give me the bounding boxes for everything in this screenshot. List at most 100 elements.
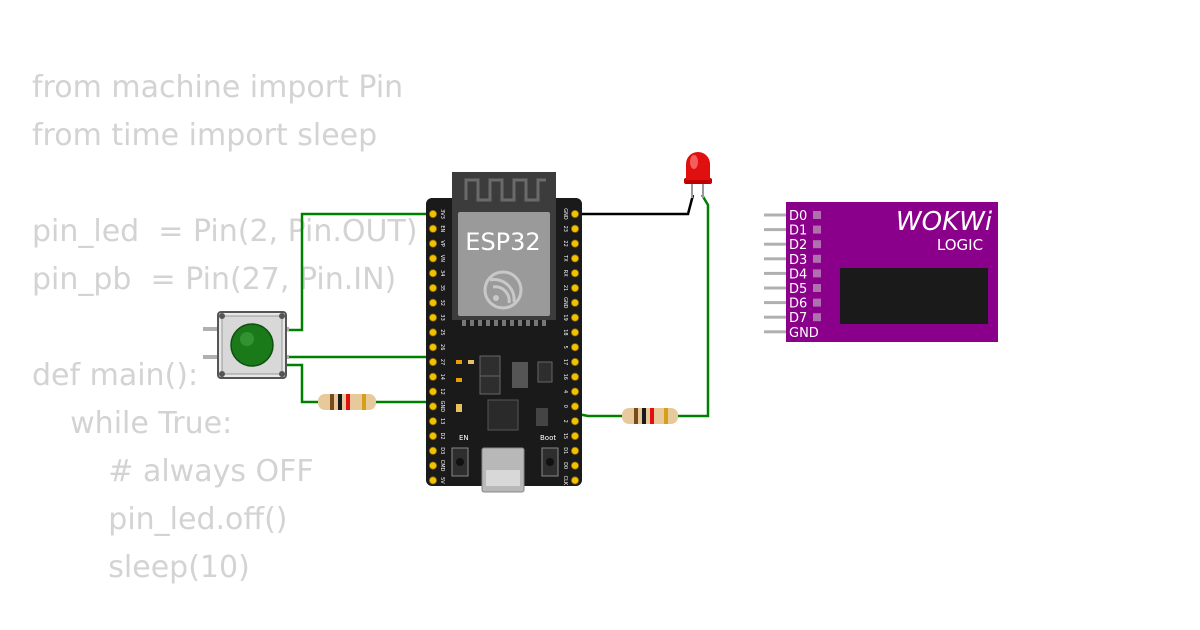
header-pin[interactable] [571,254,580,263]
header-pin[interactable] [428,461,437,470]
header-pin[interactable] [428,298,437,307]
pin-label: 33 [439,314,445,320]
channel-label: D3 [789,253,807,268]
resistor-led[interactable] [622,408,678,424]
channel-indicator [813,298,821,307]
push-button[interactable] [203,311,289,379]
channel-indicator [813,254,821,263]
channel-indicator [813,211,821,219]
channel-lead[interactable] [764,213,788,217]
channel-lead[interactable] [764,315,788,319]
channel-indicator [813,225,821,234]
pin-label: 0 [562,405,568,408]
header-pin[interactable] [571,357,580,366]
channel-label: GND [789,326,819,341]
header-pin[interactable] [571,328,580,337]
channel-label: D0 [789,209,807,224]
header-pin[interactable] [428,431,437,440]
pin-label: D3 [439,447,445,454]
header-pin[interactable] [428,224,437,233]
pin-label: 14 [439,374,445,380]
code-line: pin_pb = Pin(27, Pin.IN) [32,262,397,297]
code-line: def main(): [32,358,199,393]
wire-3v3-to-button[interactable] [286,212,432,332]
header-pin[interactable] [571,372,580,381]
logic-label: LOGIC [937,236,983,254]
header-pin[interactable] [571,283,580,292]
pin-label: CMD [439,460,445,472]
header-pin[interactable] [428,446,437,455]
wire-led-to-resistor[interactable] [678,194,710,418]
header-pin[interactable] [428,387,437,396]
channel-indicator [813,269,821,278]
resistor-pulldown[interactable] [318,394,376,410]
header-pin[interactable] [428,283,437,292]
header-pin[interactable] [571,209,580,218]
wire-gnd-to-led[interactable] [574,194,695,216]
pin-label: 15 [562,433,568,439]
header-pin[interactable] [428,357,437,366]
header-pin[interactable] [428,269,437,278]
channel-lead[interactable] [764,271,788,275]
left-pin-header: 3V3ENVPVN343532332526271412GND13D2D3CMD5… [428,209,445,485]
wire-resistor-to-gpio2[interactable] [577,412,624,418]
channel-label: D4 [789,267,807,282]
boot-label: Boot [540,434,556,442]
header-pin[interactable] [428,343,437,352]
channel-lead[interactable] [764,301,788,305]
header-pin[interactable] [571,417,580,426]
code-line: from machine import Pin [32,70,404,105]
pin-label: 23 [562,226,568,232]
header-pin[interactable] [571,313,580,322]
header-pin[interactable] [571,343,580,352]
header-pin[interactable] [428,417,437,426]
channel-label: D1 [789,224,807,239]
header-pin[interactable] [571,387,580,396]
channel-lead[interactable] [764,257,788,261]
header-pin[interactable] [571,269,580,278]
header-pin[interactable] [571,476,580,485]
header-pin[interactable] [428,372,437,381]
pin-label: GND [439,401,445,413]
header-pin[interactable] [428,239,437,248]
pin-label: 25 [439,329,445,335]
header-pin[interactable] [428,476,437,485]
header-pin[interactable] [571,298,580,307]
header-pin[interactable] [571,402,580,411]
esp32-label: ESP32 [465,228,540,256]
code-line: while True: [32,406,233,441]
header-pin[interactable] [571,431,580,440]
header-pin[interactable] [571,446,580,455]
pin-label: 4 [562,390,568,393]
pin-label: 3V3 [439,209,445,219]
pin-label: RX [562,270,568,277]
header-pin[interactable] [428,402,437,411]
header-pin[interactable] [428,313,437,322]
logic-display [840,268,988,324]
pin-label: D2 [439,432,445,439]
esp32-board[interactable]: ESP32 EN Boot [426,172,582,493]
channel-lead[interactable] [764,286,788,290]
pin-label: 12 [439,388,445,394]
red-led[interactable] [684,152,712,198]
header-pin[interactable] [571,461,580,470]
header-pin[interactable] [571,239,580,248]
code-line: pin_led.off() [32,502,288,537]
header-pin[interactable] [428,254,437,263]
channel-lead[interactable] [764,228,788,232]
pin-label: 35 [439,285,445,291]
wire-button-to-resistor[interactable] [286,363,318,404]
header-pin[interactable] [428,209,437,218]
wires [286,194,710,418]
header-pin[interactable] [571,224,580,233]
pin-label: D0 [562,462,568,469]
channel-lead[interactable] [764,330,788,334]
channel-lead[interactable] [764,242,788,246]
pin-label: VN [439,255,445,262]
channel-label: D5 [789,282,807,297]
header-pin[interactable] [428,328,437,337]
pin-label: 18 [562,329,568,335]
